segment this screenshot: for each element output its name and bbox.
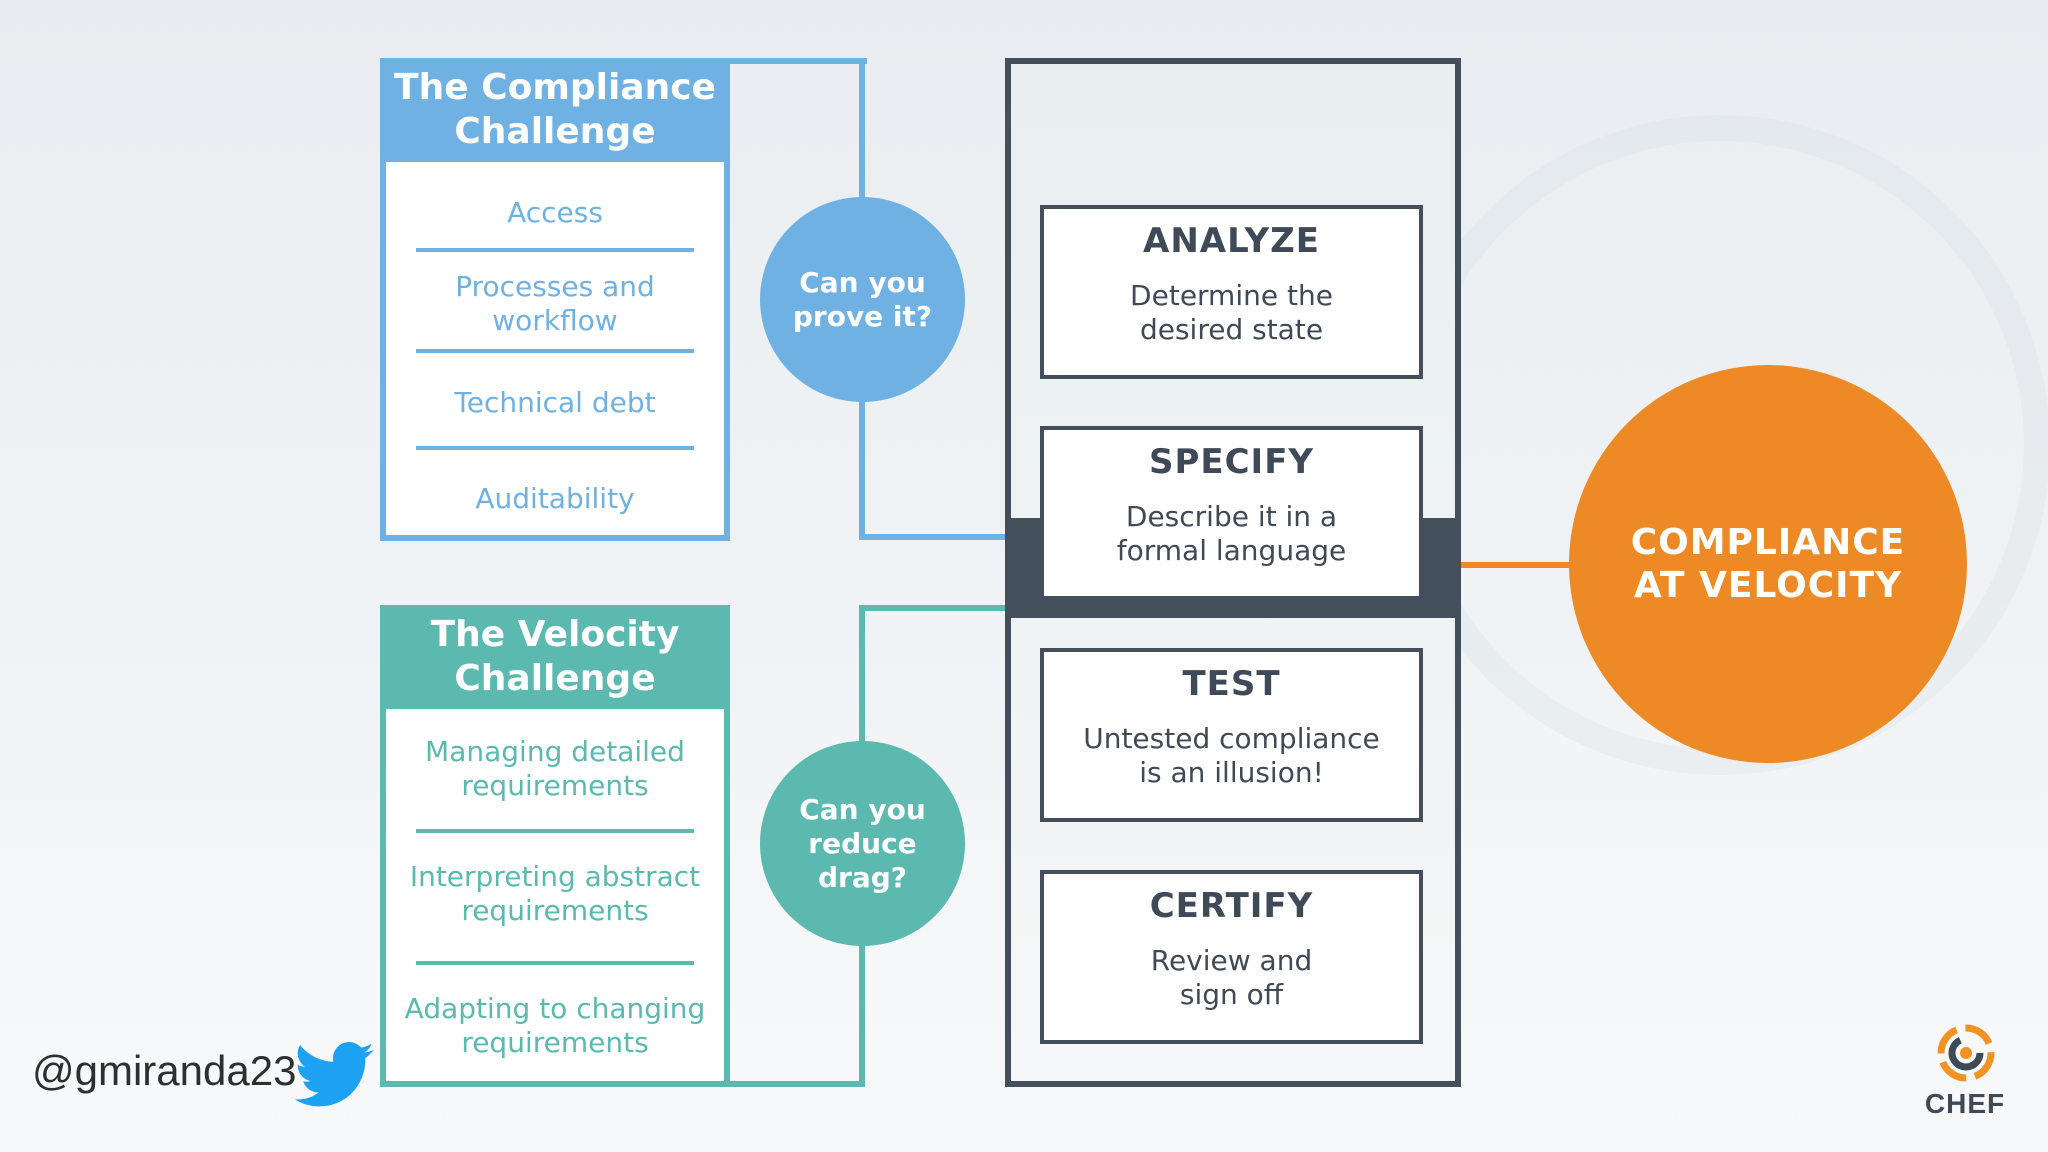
connector-velocity-bottom [725,1081,865,1087]
step-certify-desc: Review and sign off [1150,944,1313,1011]
compliance-divider-2 [416,349,694,353]
velocity-item-interpreting: Interpreting abstract requirements [409,860,701,927]
velocity-item-adapting: Adapting to changing requirements [404,992,706,1059]
compliance-at-velocity-circle: COMPLIANCE AT VELOCITY [1569,365,1967,763]
step-test: TEST Untested compliance is an illusion! [1040,648,1423,822]
compliance-item-auditability: Auditability [475,482,635,515]
step-certify: CERTIFY Review and sign off [1040,870,1423,1044]
chef-logo-text: CHEF [1924,1088,2006,1119]
velocity-challenge-title: The Velocity Challenge [380,605,730,709]
step-analyze-title: ANALYZE [1143,221,1320,261]
compliance-item-processes: Processes and workflow [455,270,655,337]
step-certify-title: CERTIFY [1149,886,1314,926]
step-test-desc: Untested compliance is an illusion! [1083,722,1380,789]
compliance-divider-1 [416,248,694,252]
chef-logo-icon [1937,1024,1995,1082]
prove-it-circle: Can you prove it? [760,197,965,402]
step-analyze: ANALYZE Determine the desired state [1040,205,1423,379]
step-specify-desc: Describe it in a formal language [1116,500,1347,567]
twitter-handle: @gmiranda23 [32,1047,297,1094]
step-specify: SPECIFY Describe it in a formal language [1040,426,1423,600]
connector-velocity-top [859,605,1009,611]
velocity-divider-2 [416,961,694,965]
connector-outcome [1456,562,1572,568]
step-test-title: TEST [1182,664,1281,704]
compliance-challenge-panel: The Compliance Challenge Access Processe… [380,58,730,541]
twitter-bird-icon [294,1042,374,1107]
velocity-item-managing: Managing detailed requirements [425,735,685,802]
connector-compliance-bottom [859,534,1009,540]
velocity-challenge-panel: The Velocity Challenge Managing detailed… [380,605,730,1087]
reduce-drag-circle: Can you reduce drag? [760,741,965,946]
connector-compliance-top [725,58,867,64]
compliance-item-technical-debt: Technical debt [454,386,656,419]
step-analyze-desc: Determine the desired state [1130,279,1333,346]
velocity-divider-1 [416,829,694,833]
step-specify-title: SPECIFY [1148,442,1315,482]
compliance-challenge-title: The Compliance Challenge [380,58,730,162]
compliance-item-access: Access [507,196,603,229]
compliance-divider-3 [416,446,694,450]
